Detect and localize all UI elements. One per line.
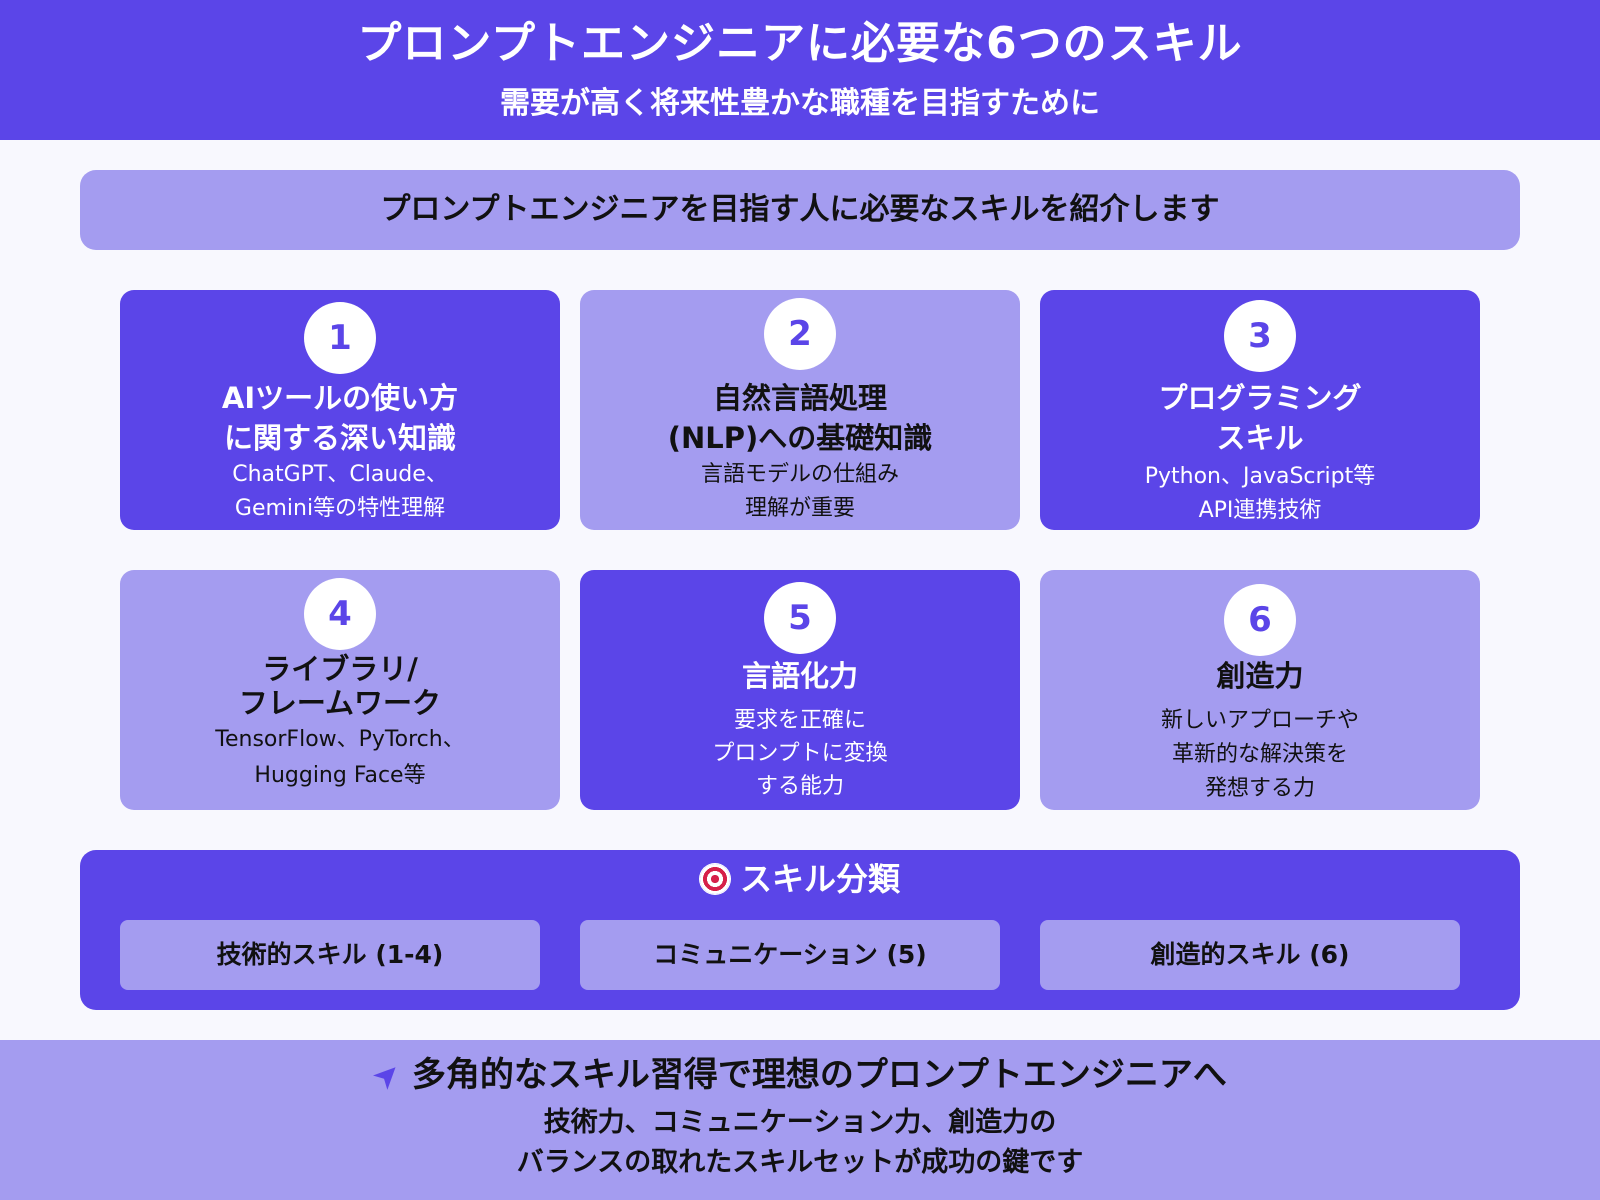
skill-desc-line: 新しいアプローチや — [1160, 708, 1359, 733]
skill-desc-line: Gemini等の特性理解 — [234, 496, 446, 521]
skill-title-line: スキル — [1216, 421, 1304, 455]
skill-description: TensorFlow、PyTorch、 Hugging Face等 — [130, 722, 550, 794]
skill-title-line: (NLP)への基礎知識 — [667, 421, 933, 455]
skill-title-line: 自然言語処理 — [712, 381, 887, 415]
skill-desc-line: API連携技術 — [1198, 498, 1322, 523]
skill-desc-line: プロンプトに変換 — [712, 741, 888, 766]
skill-title-line: 創造力 — [1216, 659, 1304, 693]
footer-line: バランスの取れたスキルセットが成功の鍵です — [516, 1147, 1084, 1178]
skill-title-line: ライブラリ/ — [262, 652, 418, 686]
footer-line: 技術力、コミュニケーション力、創造力の — [543, 1107, 1057, 1138]
skill-description: 新しいアプローチや 革新的な解決策を 発想する力 — [1050, 704, 1470, 806]
skill-card-2: 2 自然言語処理 (NLP)への基礎知識 言語モデルの仕組み 理解が重要 — [580, 290, 1020, 530]
skill-description: Python、JavaScript等 API連携技術 — [1050, 460, 1470, 528]
skill-card-3: 3 プログラミング スキル Python、JavaScript等 API連携技術 — [1040, 290, 1480, 530]
skill-title: 自然言語処理 (NLP)への基礎知識 — [590, 378, 1010, 458]
footer-title: 多角的なスキル習得で理想のプロンプトエンジニアへ — [411, 1055, 1227, 1095]
footer-banner: ➤多角的なスキル習得で理想のプロンプトエンジニアへ 技術力、コミュニケーション力… — [0, 1040, 1600, 1200]
skill-number-badge: 2 — [764, 298, 836, 370]
header-banner: プロンプトエンジニアに必要な6つのスキル 需要が高く将来性豊かな職種を目指すため… — [0, 0, 1600, 140]
skill-title: ライブラリ/ フレームワーク — [130, 652, 550, 720]
skill-card-1: 1 AIツールの使い方 に関する深い知識 ChatGPT、Claude、 Gem… — [120, 290, 560, 530]
skill-number-badge: 4 — [304, 578, 376, 650]
skill-title-line: AIツールの使い方 — [221, 381, 459, 415]
category-creative: 創造的スキル (6) — [1040, 920, 1460, 990]
page-title: プロンプトエンジニアに必要な6つのスキル — [357, 18, 1243, 69]
skill-title: AIツールの使い方 に関する深い知識 — [130, 378, 550, 458]
classification-title: スキル分類 — [739, 860, 900, 898]
skill-desc-line: 発想する力 — [1204, 776, 1315, 801]
skill-title: 言語化力 — [590, 656, 1010, 696]
skill-description: 言語モデルの仕組み 理解が重要 — [590, 458, 1010, 526]
page-subtitle: 需要が高く将来性豊かな職種を目指すために — [500, 86, 1100, 121]
skill-classification-panel: スキル分類 技術的スキル (1-4) コミュニケーション (5) 創造的スキル … — [80, 850, 1520, 1010]
category-technical: 技術的スキル (1-4) — [120, 920, 540, 990]
skill-desc-line: TensorFlow、PyTorch、 — [215, 727, 465, 752]
skill-title-line: 言語化力 — [741, 659, 858, 693]
skill-desc-line: Hugging Face等 — [254, 763, 426, 788]
skill-card-6: 6 創造力 新しいアプローチや 革新的な解決策を 発想する力 — [1040, 570, 1480, 810]
skill-title: プログラミング スキル — [1050, 378, 1470, 458]
intro-banner: プロンプトエンジニアを目指す人に必要なスキルを紹介します — [80, 170, 1520, 250]
skill-desc-line: Python、JavaScript等 — [1144, 464, 1376, 489]
skill-desc-line: 言語モデルの仕組み — [700, 462, 899, 487]
skill-number-badge: 5 — [764, 582, 836, 654]
skill-number-badge: 6 — [1224, 584, 1296, 656]
skill-number-badge: 1 — [304, 302, 376, 374]
skill-card-4: 4 ライブラリ/ フレームワーク TensorFlow、PyTorch、 Hug… — [120, 570, 560, 810]
skill-desc-line: 理解が重要 — [744, 496, 855, 521]
skill-description: 要求を正確に プロンプトに変換 する能力 — [590, 704, 1010, 803]
classification-heading: スキル分類 — [80, 858, 1520, 900]
skill-number-badge: 3 — [1224, 300, 1296, 372]
target-icon — [699, 864, 730, 894]
skill-desc-line: する能力 — [755, 774, 844, 799]
skill-title-line: プログラミング — [1158, 381, 1362, 415]
skill-title-line: フレームワーク — [238, 686, 442, 720]
skill-description: ChatGPT、Claude、 Gemini等の特性理解 — [130, 458, 550, 526]
skill-card-5: 5 言語化力 要求を正確に プロンプトに変換 する能力 — [580, 570, 1020, 810]
skill-title-line: に関する深い知識 — [223, 421, 456, 455]
rocket-icon: ➤ — [363, 1052, 410, 1098]
skill-desc-line: 革新的な解決策を — [1171, 742, 1348, 767]
skill-desc-line: ChatGPT、Claude、 — [232, 462, 448, 487]
skill-desc-line: 要求を正確に — [733, 708, 866, 733]
category-communication: コミュニケーション (5) — [580, 920, 1000, 990]
skill-title: 創造力 — [1050, 656, 1470, 696]
footer-heading: ➤多角的なスキル習得で理想のプロンプトエンジニアへ — [0, 1050, 1600, 1100]
